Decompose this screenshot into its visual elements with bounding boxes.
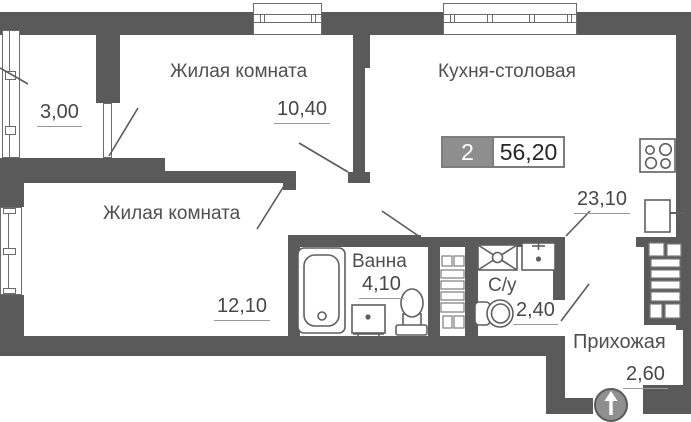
bath-sink-icon [351,304,386,337]
window-frame-line [444,14,576,15]
window-mullion [567,14,572,23]
ventilation-shaft-icon [648,242,682,319]
window-mullion [450,14,455,23]
wall [348,172,370,183]
window-mullion [3,208,16,214]
window-mullion [5,126,16,135]
wall [575,12,691,35]
window-frame-line [444,22,576,23]
wall [283,171,296,190]
toilet-icon [474,299,514,328]
window-mullion [311,14,316,23]
wall [320,12,445,35]
entrance-arrow-icon [594,388,628,422]
room-label-hallway: Прихожая [573,331,666,353]
room-area-bath: 4,10 [359,273,404,299]
wall [288,235,421,247]
bath-door-swing-line [381,210,421,238]
wall [288,235,300,336]
badge-total-area: 56,20 [499,138,558,165]
window-top-kitchen-icon [443,3,577,35]
wall [96,35,120,103]
room-area-hallway: 2,60 [623,363,668,389]
window-mullion [487,14,493,23]
wall [428,247,440,336]
room-area-living-2: 12,10 [214,295,271,321]
balcony-door-icon [103,103,112,158]
window-top-living-icon [253,3,322,35]
stove-icon [639,138,676,173]
window-frame-line [254,14,321,15]
wall [353,68,365,172]
living2-door-swing-line [256,185,285,230]
room-area-balcony: 3,00 [37,101,82,127]
window-mullion [529,14,535,23]
room-area-kitchen: 23,10 [574,188,631,214]
room-label-living-1: Жилая комната [170,61,308,82]
wall [561,398,593,414]
balcony-leader-line [0,67,29,85]
wall [546,336,565,414]
room-label-living-2: Жилая комната [103,203,241,224]
wall [0,183,24,207]
wall [683,330,691,414]
wall [553,237,565,300]
bathtub-icon [297,247,346,334]
pedestal-sink-icon [395,288,428,336]
living1-door-swing-line [298,142,349,173]
room-label-wc: С/у [488,275,517,296]
washing-machine-icon [477,244,518,271]
window-mullion [3,288,16,294]
balcony-door-swing-line [108,107,139,157]
door-swing-lines [0,67,591,322]
wall [353,35,370,68]
window-mullion [260,14,265,23]
wall [0,336,565,356]
kitchen-sink-icon [644,199,686,233]
window-frame-line [254,22,321,23]
window-mullion [5,71,16,80]
plumbing-riser-icon [440,255,465,329]
room-area-wc: 2,40 [513,299,558,325]
wall [0,295,24,336]
wall [122,171,296,183]
badge-rooms-count: 2 [443,138,494,166]
wall [0,12,255,35]
wc-sink-icon [521,238,556,271]
room-area-living-1: 10,40 [274,98,331,124]
window-frame-line [9,31,10,157]
window-mullion [3,248,16,255]
wc-door-swing-line [560,283,590,322]
hallway-door-swing-line [565,210,591,237]
apartment-badge: 2 56,20 [441,136,565,168]
balcony-glazing-icon [2,30,20,158]
room-label-kitchen: Кухня-столовая [438,61,576,82]
window-left-living2-icon [0,207,22,295]
room-label-bath: Ванна [352,251,407,272]
wall [420,237,565,247]
wall [643,385,691,414]
